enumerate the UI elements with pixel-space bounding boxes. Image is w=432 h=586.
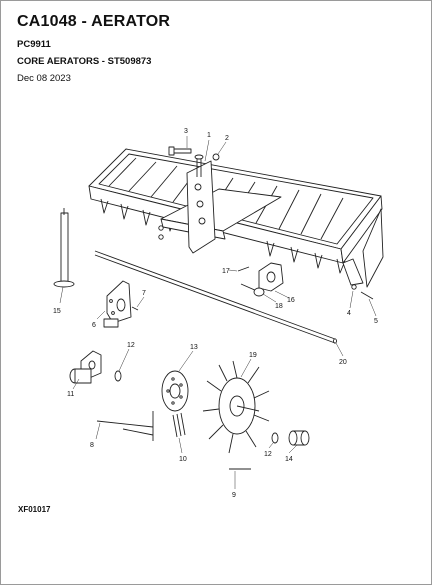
callout-12-right: 12	[264, 451, 272, 458]
callout-14: 14	[285, 456, 293, 463]
bolt-part-18	[240, 283, 265, 297]
parking-stand	[53, 208, 75, 288]
bolts-part-10	[172, 412, 186, 438]
page-title: CA1048 - AERATOR	[17, 13, 171, 30]
hitch-tongue	[158, 154, 282, 254]
callout-9: 9	[232, 492, 236, 499]
callout-12-left: 12	[127, 342, 135, 349]
figure-id: XF01017	[18, 505, 51, 514]
bolt-part-7	[131, 306, 139, 311]
callout-2: 2	[225, 135, 229, 142]
revision-date: Dec 08 2023	[17, 73, 71, 84]
callout-4: 4	[347, 310, 351, 317]
callout-19: 19	[249, 352, 257, 359]
bolt-part-5	[360, 291, 374, 300]
callout-20: 20	[339, 359, 347, 366]
callout-13: 13	[190, 344, 198, 351]
callout-17: 17	[222, 268, 230, 275]
washer-part-12-left	[114, 370, 122, 382]
callout-15: 15	[53, 308, 61, 315]
callout-5: 5	[374, 318, 378, 325]
callout-11: 11	[67, 391, 74, 398]
star-tine-wheel-part-19	[202, 360, 270, 454]
model-number: PC9911	[17, 39, 51, 50]
callout-labels: 3 1 2 15 6 7 17 16 18 4 5 20 11 12 13 8 …	[53, 128, 378, 499]
tine-shaft	[94, 250, 337, 344]
spacer-part-14	[288, 430, 310, 446]
bolt-part-17	[237, 266, 250, 272]
spacer-disc-part-13	[161, 370, 189, 412]
leader-lines	[59, 136, 377, 489]
callout-7: 7	[142, 290, 146, 297]
callout-1: 1	[207, 132, 211, 139]
bolts-part-8	[96, 411, 154, 441]
bearing-bracket-part-11	[69, 350, 102, 384]
callout-10: 10	[179, 456, 187, 463]
page-header: CA1048 - AERATOR PC9911 CORE AERATORS - …	[17, 13, 170, 84]
pin-part-3	[168, 146, 192, 156]
washer-part-12-right	[271, 432, 279, 444]
bearing-part-16	[258, 262, 284, 292]
callout-3: 3	[184, 128, 188, 135]
callout-18: 18	[275, 303, 283, 310]
nut-part-4	[351, 284, 357, 290]
callout-16: 16	[287, 297, 295, 304]
section-title: CORE AERATORS - ST509873	[17, 56, 152, 67]
nut-part-2	[212, 153, 220, 161]
callout-8: 8	[90, 442, 94, 449]
bracket-part-6	[103, 280, 132, 328]
callout-6: 6	[92, 322, 96, 329]
